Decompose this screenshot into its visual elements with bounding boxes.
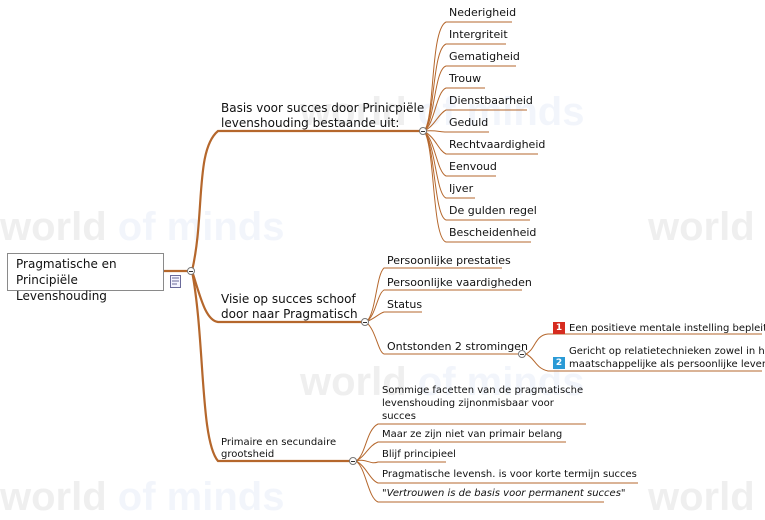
branch-connector	[190, 270, 352, 463]
list-item[interactable]: Status	[387, 298, 423, 311]
list-item[interactable]: Persoonlijke prestaties	[387, 254, 511, 267]
collapse-root-button[interactable]	[187, 267, 195, 275]
list-item[interactable]: Bescheidenheid	[449, 226, 537, 239]
list-item[interactable]: Rechtvaardigheid	[449, 138, 546, 151]
branch-connector	[190, 129, 420, 272]
root-topic-line1: Pragmatische en	[16, 257, 117, 271]
collapse-branch-basis-button[interactable]	[419, 127, 427, 135]
priority-2-icon: 2	[553, 357, 565, 369]
main-branches	[164, 129, 420, 463]
quote-text: "Vertrouwen is de basis voor permanent s…	[382, 488, 626, 499]
list-item-stromingen[interactable]: Ontstonden 2 stromingen	[387, 340, 528, 353]
sub-branches	[355, 21, 762, 503]
priority-1-icon: 1	[553, 322, 565, 334]
list-item[interactable]: Eenvoud	[449, 160, 497, 173]
root-topic-line2: Principiële Levenshouding	[16, 273, 107, 303]
branch-basis-line2[interactable]: levenshouding bestaande uit:	[221, 116, 400, 130]
collapse-branch-visie-button[interactable]	[361, 318, 369, 326]
list-item[interactable]: Gematigheid	[449, 50, 520, 63]
list-item[interactable]: Trouw	[449, 72, 482, 85]
list-item[interactable]: Maar ze zijn niet van primair belang	[382, 429, 563, 440]
stroming-item-line1[interactable]: Gericht op relatietechnieken zowel in he…	[569, 346, 765, 357]
quote-item[interactable]: "Vertrouwen is de basis voor permanent s…	[382, 487, 626, 500]
list-item-line3[interactable]: succes	[382, 411, 416, 422]
collapse-branch-primaire-button[interactable]	[349, 457, 357, 465]
collapse-stromingen-button[interactable]	[518, 350, 526, 358]
list-item[interactable]: Dienstbaarheid	[449, 94, 533, 107]
branch-primaire-line2[interactable]: grootsheid	[221, 449, 275, 460]
list-item[interactable]: Ijver	[449, 182, 474, 195]
list-item[interactable]: Intergriteit	[449, 28, 508, 41]
list-item-line1[interactable]: Sommige facetten van de pragmatische	[382, 385, 584, 396]
list-item-line2[interactable]: levenshouding zijnonmisbaar voor	[382, 398, 554, 409]
list-item[interactable]: De gulden regel	[449, 204, 537, 217]
list-item[interactable]: Persoonlijke vaardigheden	[387, 276, 532, 289]
list-item[interactable]: Blijf principieel	[382, 449, 456, 460]
branch-visie-line2[interactable]: door naar Pragmatisch	[221, 307, 358, 321]
mindmap-connectors	[164, 21, 762, 503]
branch-primaire-line1[interactable]: Primaire en secundaire	[221, 437, 337, 448]
root-topic[interactable]: Pragmatische en Principiële Levenshoudin…	[7, 253, 164, 303]
stroming-item[interactable]: Een positieve mentale instelling bepleit…	[569, 323, 765, 334]
note-icon[interactable]	[170, 275, 181, 288]
stroming-item-line2[interactable]: maatschappelijke als persoonlijke leven	[569, 359, 765, 370]
list-item[interactable]: Nederigheid	[449, 6, 517, 19]
list-item[interactable]: Geduld	[449, 116, 489, 129]
branch-basis-line1[interactable]: Basis voor succes door Prinicpiële	[221, 101, 425, 115]
branch-visie-line1[interactable]: Visie op succes schoof	[221, 292, 356, 306]
list-item[interactable]: Pragmatische levensh. is voor korte term…	[382, 469, 637, 480]
